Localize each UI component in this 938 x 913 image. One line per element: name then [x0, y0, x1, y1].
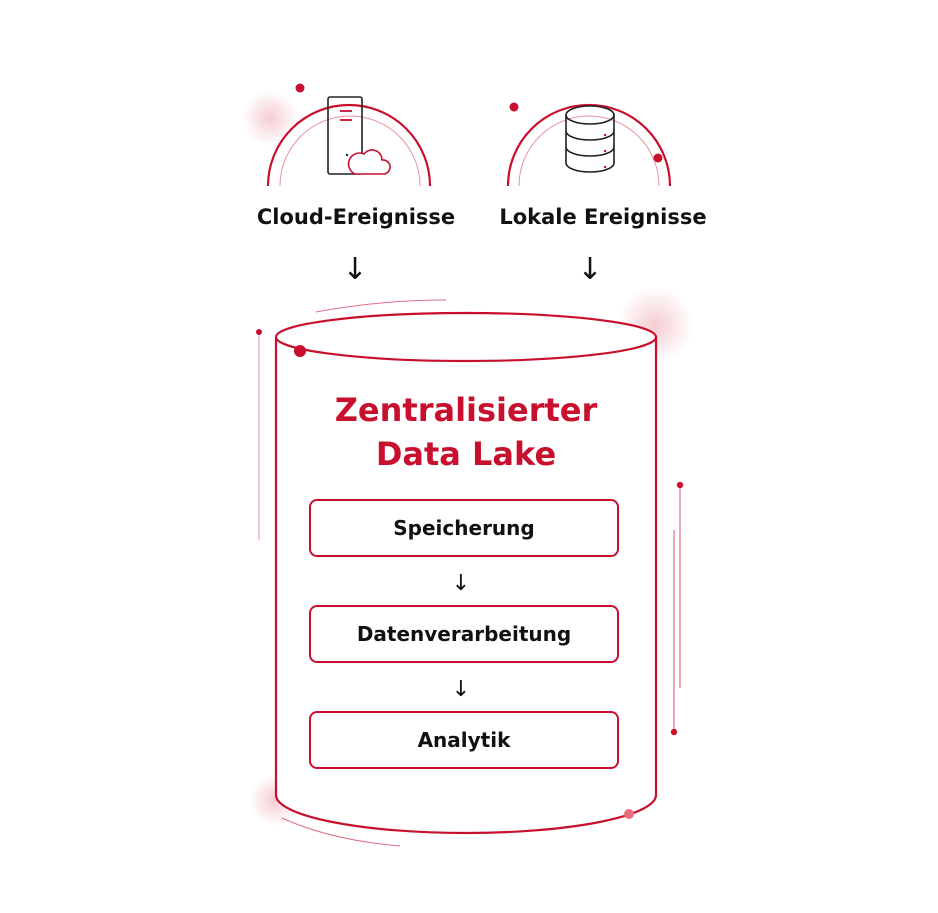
local-source-circle: [506, 102, 672, 187]
database-icon: [565, 105, 615, 173]
source-label-cloud: Cloud-Ereignisse: [256, 205, 456, 229]
data-lake-cylinder: [274, 311, 658, 835]
glow-decoration: [242, 90, 298, 146]
arrow-down-icon: ↓: [577, 252, 603, 287]
cloud-source-circle: [266, 83, 432, 187]
step-analytics: Analytik: [309, 711, 619, 769]
step-storage: Speicherung: [309, 499, 619, 557]
arrow-down-icon: ↓: [451, 571, 471, 596]
decorative-lines: [256, 299, 684, 847]
lake-title-line-2: Data Lake: [375, 435, 557, 473]
step-data-processing: Datenverarbeitung: [309, 605, 619, 663]
source-label-local: Lokale Ereignisse: [499, 205, 707, 229]
arrow-down-icon: ↓: [451, 677, 471, 702]
lake-title-line-1: Zentralisierter: [334, 391, 598, 429]
server-cloud-icon: [327, 96, 391, 175]
arrow-down-icon: ↓: [342, 252, 368, 287]
